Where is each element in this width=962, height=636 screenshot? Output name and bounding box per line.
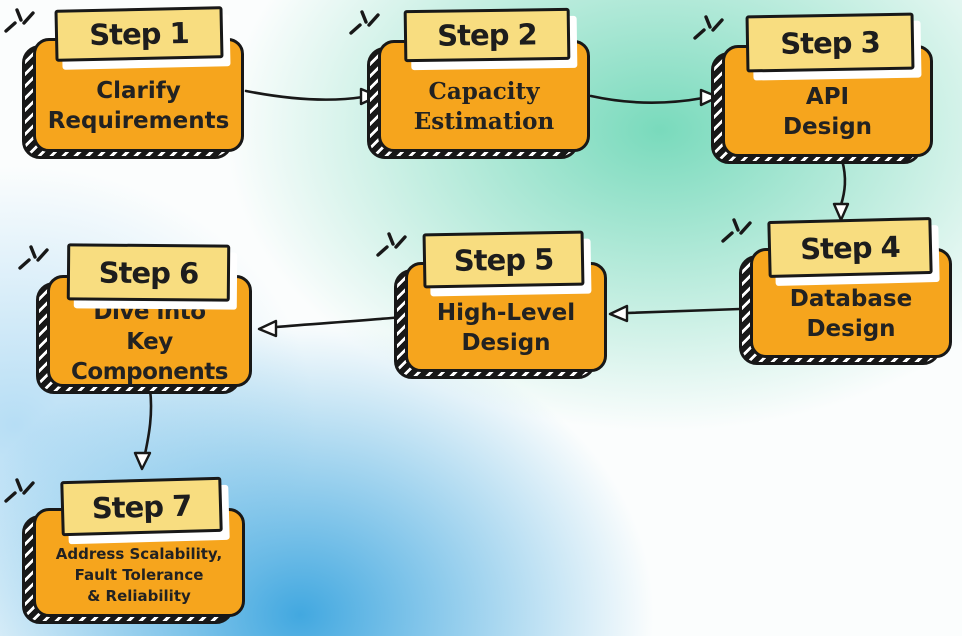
step-1-text: Clarify Requirements [38,67,239,144]
step-3-label: Step 3 [745,12,915,73]
arrow-step4-step5 [608,304,742,323]
step-box-3: API Design Step 3 [693,12,933,164]
step-box-2: Capacity Estimation Step 2 [349,7,590,159]
sparkle-icon [4,8,35,33]
arrow-step6-step7 [133,387,153,471]
step-box-7: Address Scalability, Fault Tolerance & R… [4,476,245,624]
step-5-text: High-Level Design [410,291,602,364]
step-box-5: High-Level Design Step 5 [376,230,607,379]
step-5-line: Design [461,329,551,356]
sparkle-icon [4,478,35,503]
step-2-label: Step 2 [403,7,571,63]
step-5-line: High-Level [436,299,576,326]
step-6-line: Key Components [71,328,228,385]
step-1-line: Requirements [47,107,230,134]
step-box-4: Database Design Step 4 [721,217,952,365]
step-box-1: Clarify Requirements Step 1 [4,6,244,159]
step-4-text: Database Design [755,277,947,350]
step-6-label: Step 6 [66,243,231,302]
step-4-line: Database [789,285,913,312]
arrow-step2-step3 [589,88,720,107]
step-7-label: Step 7 [60,476,223,537]
sparkle-icon [18,245,49,270]
sparkle-icon [376,232,407,257]
step-3-text: API Design [727,74,928,149]
step-box-6: Dive into Key Components Step 6 [18,243,252,394]
arrow-step5-step6 [257,315,405,338]
step-7-line: Fault Tolerance [74,565,204,584]
step-3-line: Design [782,113,873,140]
step-3-line: API [805,83,850,110]
step-7-line: Address Scalability, [55,544,223,563]
step-2-line: Capacity [428,77,540,105]
sparkle-icon [349,10,380,35]
arrow-step3-step4 [832,158,850,222]
sparkle-icon [721,218,752,243]
arrow-step1-step2 [244,87,380,106]
sparkle-icon [693,15,724,40]
step-5-label: Step 5 [422,230,585,289]
step-6-text: Dive into Key Components [52,299,247,385]
step-4-label: Step 4 [767,217,933,278]
step-7-line: & Reliability [87,586,191,605]
step-1-line: Clarify [96,77,181,104]
step-4-line: Design [806,315,896,342]
step-2-line: Estimation [413,107,555,135]
step-7-text: Address Scalability, Fault Tolerance & R… [38,541,240,609]
step-1-label: Step 1 [54,6,224,62]
step-2-text: Capacity Estimation [383,69,585,144]
